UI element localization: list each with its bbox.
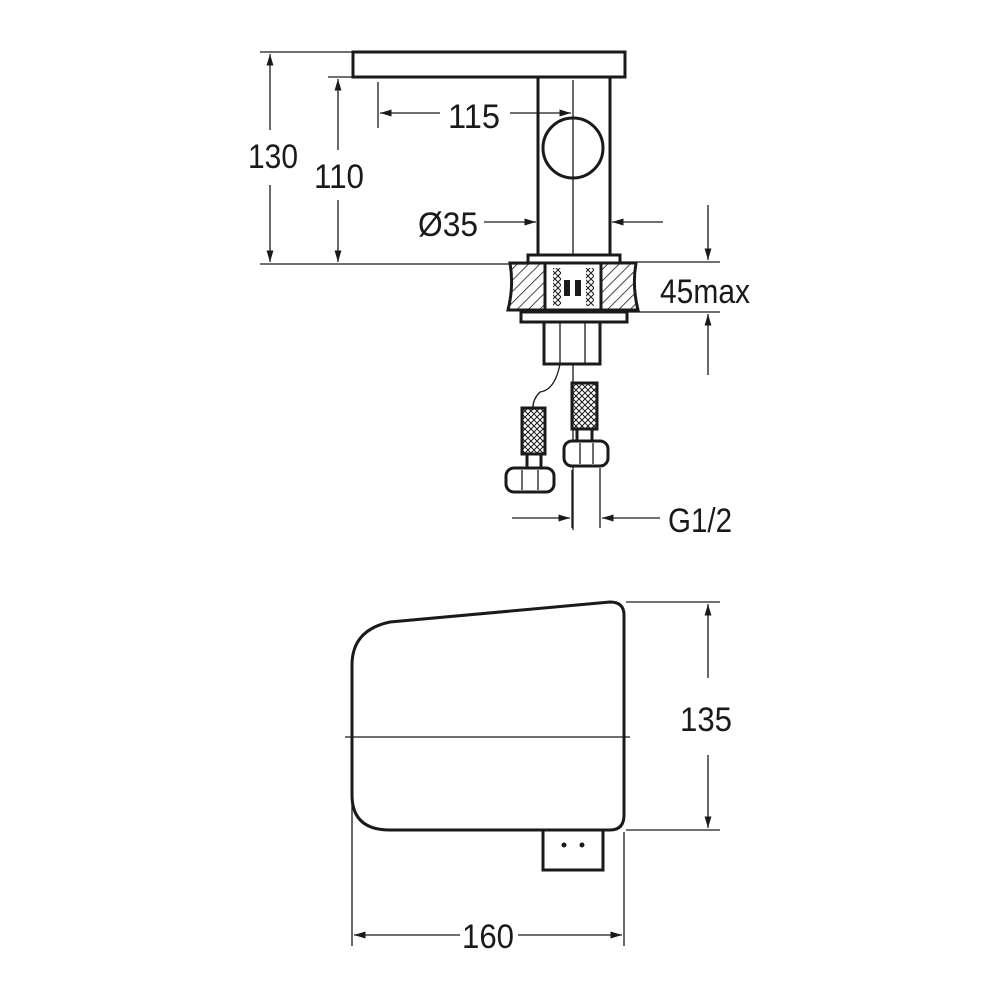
hose-nut-right bbox=[562, 439, 610, 468]
dim-body-diameter: Ø35 bbox=[418, 206, 478, 244]
top-view bbox=[345, 600, 630, 872]
faucet-outline-top bbox=[350, 600, 626, 832]
shank-bolts bbox=[542, 320, 602, 366]
dim-total-height: 130 bbox=[248, 138, 298, 176]
dim-deck-thickness: 45max bbox=[660, 273, 750, 311]
hose-nut-left bbox=[504, 466, 556, 494]
dim-connection-thread: G1/2 bbox=[668, 502, 732, 540]
spout-plate bbox=[351, 50, 627, 79]
dim-top-view-width: 160 bbox=[462, 918, 514, 956]
hose-right bbox=[570, 381, 599, 431]
hose-left bbox=[520, 406, 547, 456]
dim-spout-reach: 115 bbox=[448, 98, 500, 136]
dim-top-view-depth: 135 bbox=[680, 701, 732, 739]
dim-spout-height: 110 bbox=[314, 158, 364, 196]
top-view-dimensions: 135 160 bbox=[351, 601, 732, 956]
side-view bbox=[351, 50, 640, 530]
side-view-dimensions: 130 110 115 Ø35 45max G1/2 bbox=[248, 51, 750, 540]
connector-box bbox=[541, 828, 605, 872]
